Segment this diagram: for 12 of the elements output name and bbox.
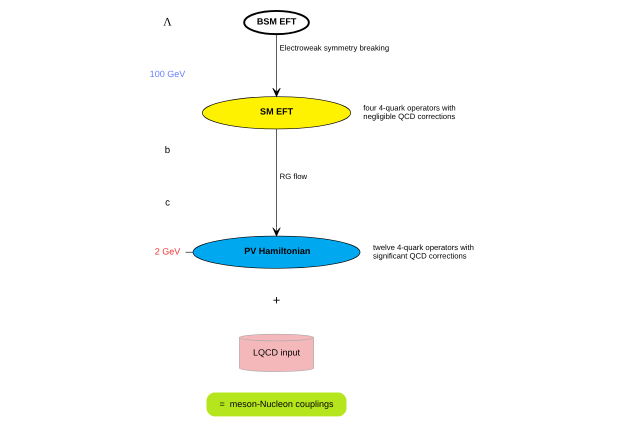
node-text: 2 GeV <box>154 246 180 257</box>
arrow <box>272 34 280 97</box>
node-ellipse: PV Hamiltonian <box>192 236 360 269</box>
node-ellipse: BSM EFT <box>242 10 310 36</box>
arrow <box>272 128 280 236</box>
label: b <box>164 145 170 156</box>
node-box: = meson-Nucleon couplings <box>206 392 346 416</box>
label: c <box>164 197 170 208</box>
node-ellipse: SM EFT <box>202 96 351 130</box>
label: Λ <box>162 15 172 28</box>
label: 100 GeV <box>149 69 185 80</box>
label: + <box>272 292 280 308</box>
